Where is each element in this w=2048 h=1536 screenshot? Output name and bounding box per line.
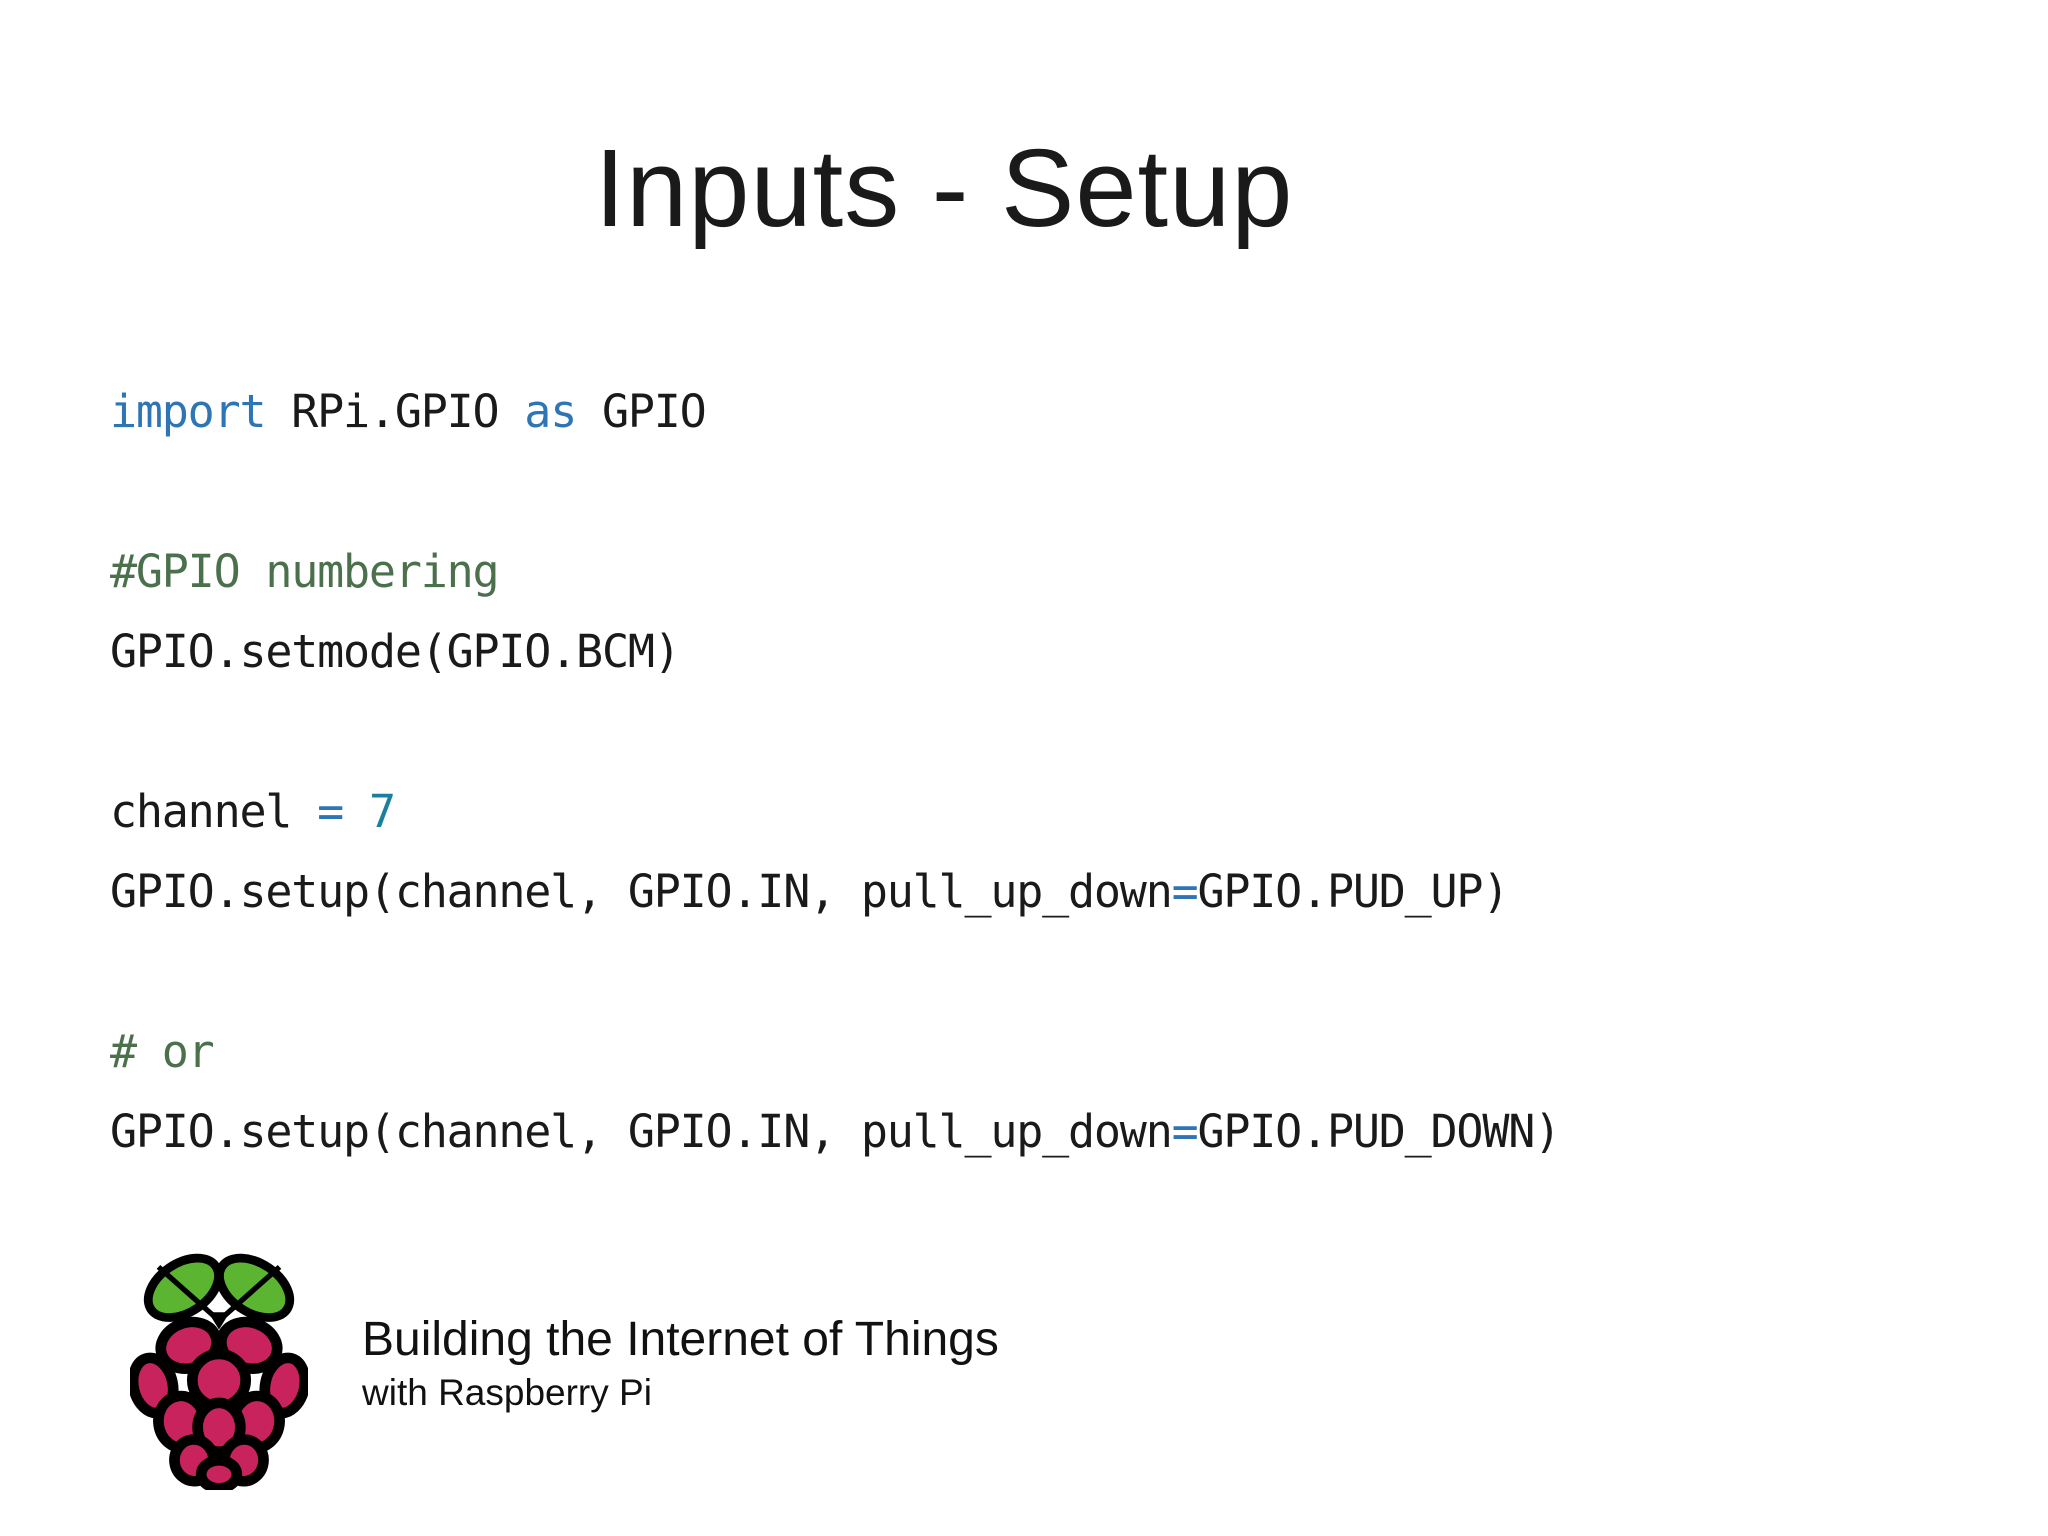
code-token-plain: GPIO.PUD_DOWN) [1197,1105,1562,1158]
code-token-number: 7 [368,785,396,838]
code-line: GPIO.setup(channel, GPIO.IN, pull_up_dow… [110,852,1560,932]
code-token-operator: = [1171,1105,1199,1158]
code-token-plain: GPIO.setup(channel, GPIO.IN, pull_up_dow… [110,865,1173,918]
code-token-comment: # or [110,1025,215,1078]
logo-leaves [143,1253,295,1330]
code-token-plain: RPi.GPIO [265,385,525,438]
code-token-plain: GPIO.setup(channel, GPIO.IN, pull_up_dow… [110,1105,1173,1158]
code-line: # or [110,1012,1560,1092]
code-token-comment: #GPIO numbering [110,545,500,598]
code-line [110,692,1560,772]
page-title: Inputs - Setup [594,127,1294,250]
code-line: import RPi.GPIO as GPIO [110,372,1560,452]
logo-berry [130,1316,308,1490]
code-token-plain [343,785,369,838]
footer-book-subtitle: with Raspberry Pi [362,1372,652,1413]
code-token-operator: = [317,785,344,838]
code-line [110,932,1560,1012]
code-line: #GPIO numbering [110,532,1560,612]
code-line: channel = 7 [110,772,1560,852]
code-line [110,452,1560,532]
code-token-plain: GPIO [576,385,707,438]
code-token-keyword: import [110,385,267,438]
footer-book-title: Building the Internet of Things [362,1313,999,1366]
raspberry-pi-logo [130,1253,308,1490]
code-token-plain: channel [110,785,318,838]
code-line: GPIO.setmode(GPIO.BCM) [110,612,1560,692]
code-token-operator: = [1171,865,1199,918]
code-line: GPIO.setup(channel, GPIO.IN, pull_up_dow… [110,1092,1562,1172]
code-token-keyword: as [524,385,577,438]
code-token-plain: GPIO.setmode(GPIO.BCM) [110,625,681,678]
code-token-plain: GPIO.PUD_UP) [1197,865,1510,918]
